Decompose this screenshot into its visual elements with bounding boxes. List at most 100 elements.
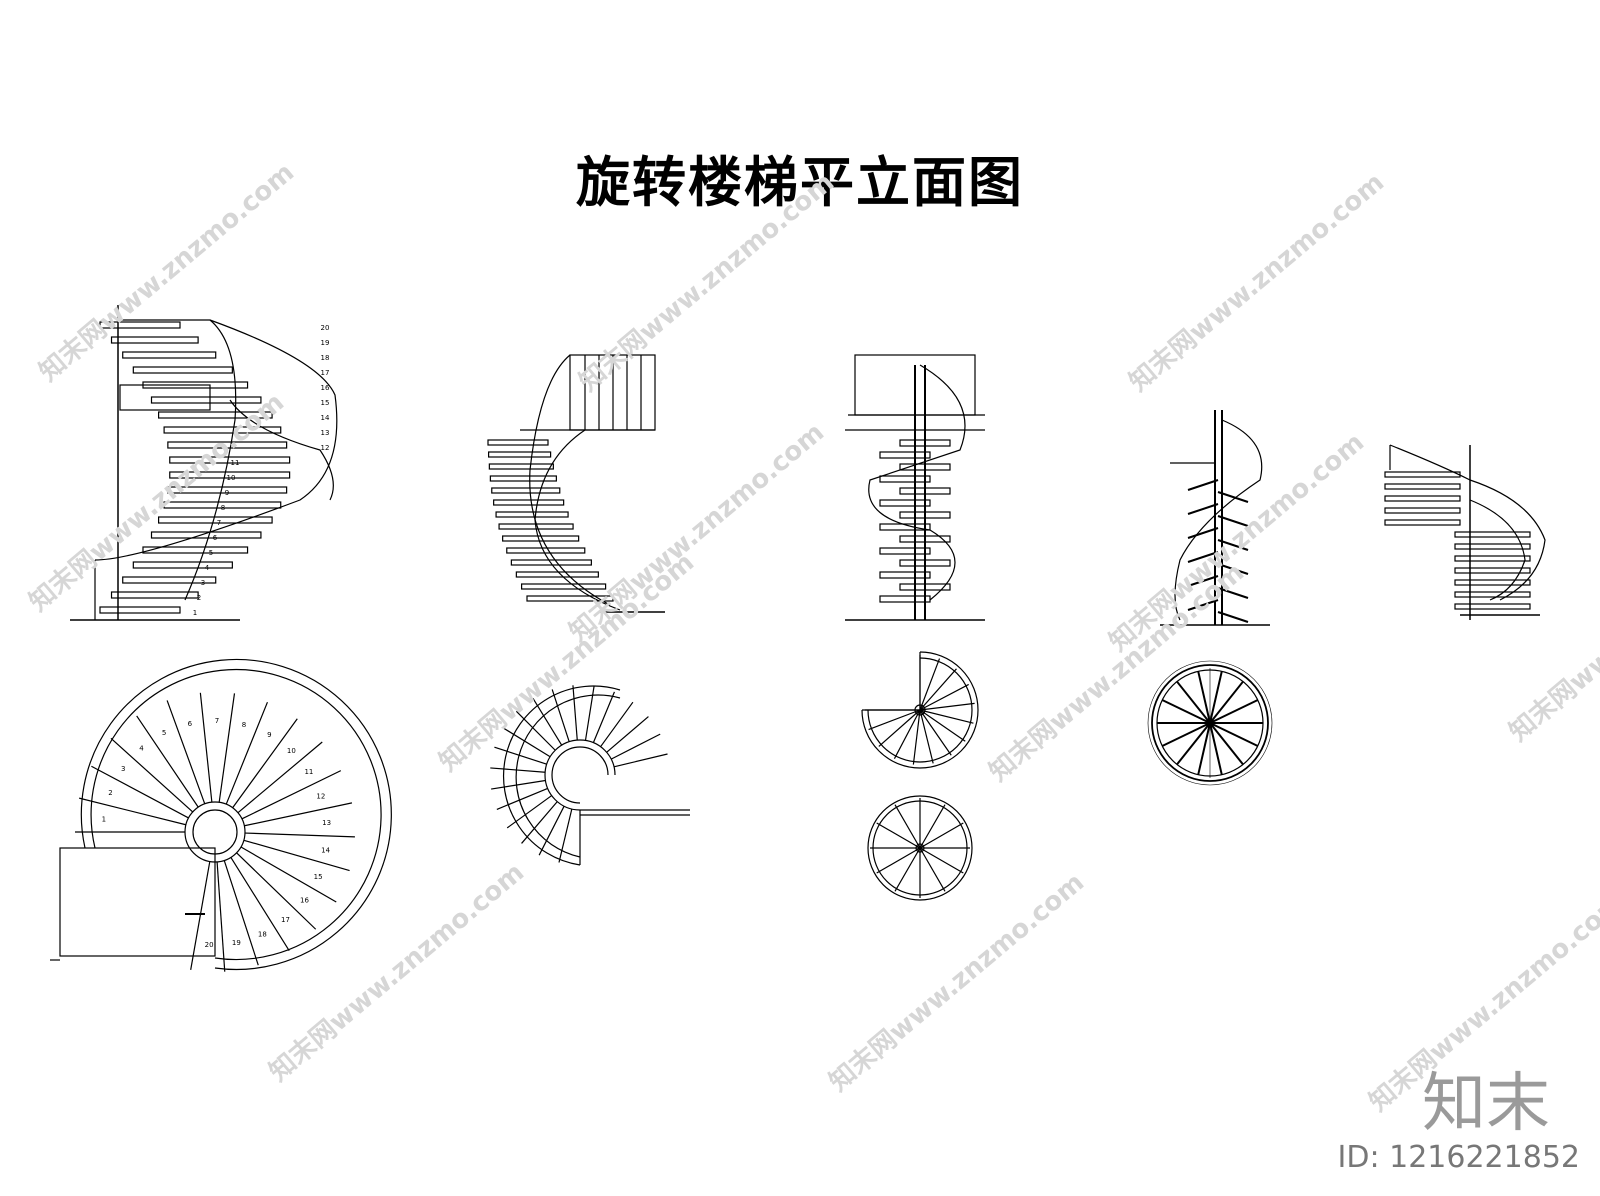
- tread-line: [521, 801, 558, 844]
- tread-line: [894, 804, 921, 849]
- stair-tread: [487, 439, 549, 446]
- tread-line: [919, 709, 974, 724]
- stair-tread: [1384, 483, 1461, 490]
- tread-line: [1209, 671, 1223, 724]
- step-number-label: 19: [232, 939, 241, 947]
- stair-tread: [158, 411, 273, 419]
- landing-slab: [59, 847, 216, 957]
- stair-tread: [1454, 543, 1531, 550]
- step-number-label: 15: [321, 399, 330, 407]
- tread-line: [1176, 722, 1211, 766]
- tread-line: [878, 709, 921, 747]
- stair-tread: [1384, 507, 1461, 514]
- stair-tread: [488, 463, 554, 470]
- stair-tread: [169, 471, 291, 479]
- stair-tread: [879, 475, 931, 483]
- tread-line: [584, 686, 595, 741]
- handrail-inner: [229, 399, 334, 501]
- outer-rail: [503, 685, 621, 866]
- stair-tread: [1454, 531, 1531, 538]
- tread-line: [919, 847, 946, 892]
- tread-line: [538, 805, 565, 856]
- elevation-2: [487, 354, 665, 613]
- tread-line: [1209, 722, 1223, 775]
- step-number-label: 17: [281, 916, 290, 924]
- tread-line: [1209, 722, 1259, 747]
- outer-rail-2: [515, 694, 621, 858]
- tread-line: [241, 770, 342, 820]
- stair-tread: [169, 456, 291, 464]
- stair-tread-line: [1217, 587, 1249, 599]
- tread-line: [1161, 699, 1211, 724]
- step-number-label: 2: [197, 594, 201, 602]
- step-number-label: 12: [316, 793, 325, 801]
- step-number-label: 5: [162, 729, 166, 737]
- tread-line: [1209, 722, 1244, 766]
- tread-line: [1209, 680, 1244, 724]
- stair-tread: [879, 523, 931, 531]
- stringer-inner: [534, 429, 621, 611]
- stair-tread: [506, 547, 586, 554]
- step-number-label: 9: [267, 731, 271, 739]
- tread-line: [919, 668, 957, 711]
- tread-line: [240, 846, 337, 903]
- stair-tread: [1384, 471, 1461, 478]
- stair-tread: [899, 559, 951, 567]
- tread-line: [230, 857, 290, 952]
- id-label: ID: 1216221852: [1337, 1140, 1580, 1175]
- elevation-5: [1384, 444, 1546, 620]
- handrail: [1174, 419, 1263, 621]
- stair-tread: [899, 583, 951, 591]
- step-number-label: 3: [201, 579, 205, 587]
- step-number-label: 9: [225, 489, 229, 497]
- stair-tread: [99, 606, 181, 614]
- stair-tread-line: [1217, 515, 1249, 527]
- stair-tread: [1454, 579, 1531, 586]
- step-number-label: 11: [231, 459, 240, 467]
- stair-tread: [899, 511, 951, 519]
- step-number-label: 11: [304, 768, 313, 776]
- step-number-label: 19: [321, 339, 330, 347]
- stair-tread: [493, 499, 565, 506]
- stair-tread: [491, 487, 561, 494]
- stair-tread: [163, 426, 282, 434]
- tread-line: [136, 715, 199, 808]
- stair-tread: [879, 451, 931, 459]
- tread-line: [515, 710, 556, 751]
- tread-line: [919, 658, 941, 711]
- stair-tread-line: [1187, 575, 1219, 587]
- stair-tread: [1454, 591, 1531, 598]
- stair-tread: [899, 439, 951, 447]
- stair-tread: [110, 336, 199, 344]
- tread-line: [919, 847, 964, 874]
- step-number-label: 16: [300, 896, 309, 904]
- stair-tread: [495, 511, 569, 518]
- tread-line: [876, 847, 921, 874]
- tread-line: [491, 779, 546, 790]
- stair-tread: [489, 475, 557, 482]
- page-title: 旋转楼梯平立面图: [576, 151, 1024, 214]
- stair-tread: [1454, 603, 1531, 610]
- tread-line: [919, 702, 975, 711]
- handrail: [868, 364, 966, 601]
- tread-line: [532, 697, 563, 746]
- tread-line: [79, 797, 187, 826]
- tread-line: [919, 709, 952, 756]
- tread-line: [919, 804, 946, 849]
- tread-line: [558, 808, 573, 863]
- step-number-label: 6: [188, 720, 193, 728]
- step-number-label: 4: [205, 564, 210, 572]
- step-number-label: 1: [102, 815, 106, 823]
- tread-line: [592, 691, 615, 743]
- step-number-label: 16: [321, 384, 330, 392]
- stair-tread-line: [1187, 551, 1219, 563]
- plan-3: [861, 651, 979, 769]
- stair-tread: [879, 595, 931, 603]
- stair-tread: [132, 366, 233, 374]
- step-number-label: 4: [139, 744, 144, 752]
- tread-line: [919, 822, 964, 849]
- tread-line: [868, 709, 921, 731]
